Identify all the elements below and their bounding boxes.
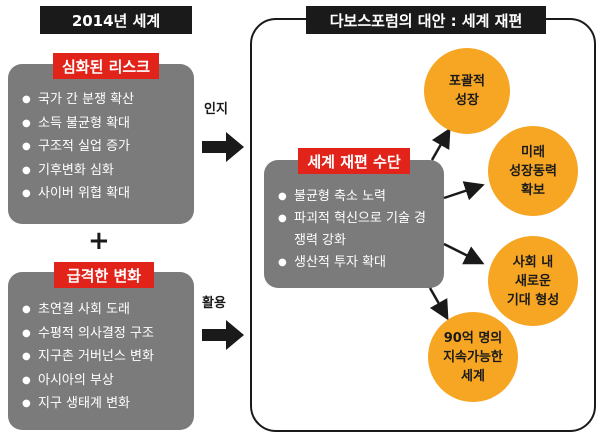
- arrow-right-icon: [202, 132, 244, 162]
- list-item: 지구 생태계 변화: [22, 392, 154, 416]
- list-item: 지구촌 거버넌스 변화: [22, 345, 154, 369]
- risk-label: 심화된 리스크: [53, 53, 159, 79]
- means-list: 불균형 축소 노력파괴적 혁신으로 기술 경쟁력 강화생산적 투자 확대: [278, 186, 436, 274]
- list-item: 구조적 실업 증가: [22, 135, 134, 159]
- list-item: 수평적 의사결정 구조: [22, 322, 154, 346]
- outcome-circle: 사회 내 새로운 기대 형성: [488, 236, 578, 326]
- list-item: 국가 간 분쟁 확산: [22, 88, 134, 112]
- right-title: 다보스포럼의 대안 : 세계 재편: [306, 6, 546, 34]
- arrow-label-bottom: 활용: [202, 296, 226, 311]
- risk-list: 국가 간 분쟁 확산소득 불균형 확대구조적 실업 증가기후변화 심화사이버 위…: [22, 88, 134, 206]
- arrow-label-top: 인지: [204, 102, 228, 117]
- connector-arrow: [443, 181, 485, 201]
- outcome-circle: 미래 성장동력 확보: [488, 126, 578, 216]
- list-item: 불균형 축소 노력: [278, 186, 436, 208]
- means-box: 불균형 축소 노력파괴적 혁신으로 기술 경쟁력 강화생산적 투자 확대: [264, 160, 444, 288]
- risk-box: 국가 간 분쟁 확산소득 불균형 확대구조적 실업 증가기후변화 심화사이버 위…: [8, 64, 194, 224]
- outcome-circle: 포괄적 성장: [424, 48, 510, 134]
- left-title: 2014년 세계: [40, 6, 192, 34]
- means-label: 세계 재편 수단: [298, 148, 410, 174]
- outcome-circle: 90억 명의 지속가능한 세계: [428, 312, 518, 402]
- change-label: 급격한 변화: [54, 262, 154, 288]
- change-box: 초연결 사회 도래수평적 의사결정 구조지구촌 거버넌스 변화아시아의 부상지구…: [8, 272, 194, 430]
- list-item: 기후변화 심화: [22, 159, 134, 183]
- connector-arrow: [428, 287, 449, 321]
- change-list: 초연결 사회 도래수평적 의사결정 구조지구촌 거버넌스 변화아시아의 부상지구…: [22, 298, 154, 416]
- list-item: 아시아의 부상: [22, 369, 154, 393]
- connector-arrow: [443, 242, 485, 265]
- list-item: 생산적 투자 확대: [278, 252, 436, 274]
- connector-arrow: [430, 127, 451, 161]
- list-item: 소득 불균형 확대: [22, 112, 134, 136]
- list-item: 초연결 사회 도래: [22, 298, 154, 322]
- plus-sign: +: [88, 226, 110, 256]
- list-item: 사이버 위협 확대: [22, 182, 134, 206]
- list-item: 파괴적 혁신으로 기술 경쟁력 강화: [278, 208, 436, 252]
- arrow-right-icon: [202, 320, 244, 350]
